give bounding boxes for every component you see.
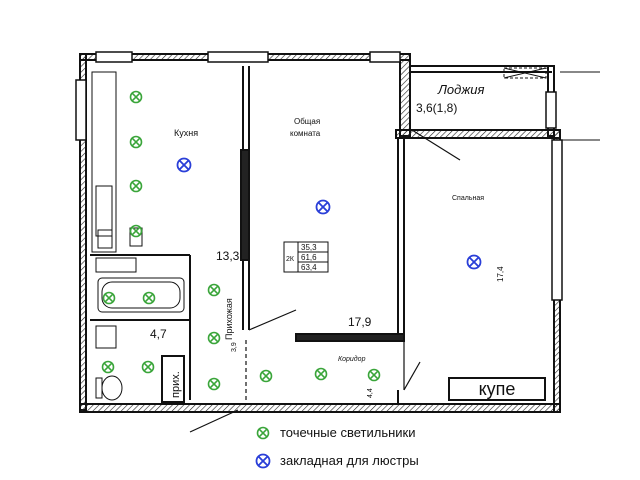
kitchen-area: 13,3 [216,249,240,263]
corridor-name: Коридор [338,355,366,363]
spot-light-icon [259,369,273,383]
corridor-area: 4,4 [367,388,374,398]
living-name-1: Общая [294,117,320,126]
chandelier-mount-icon [315,199,331,215]
living-name-2: комната [290,129,321,138]
bath-area: 4,7 [150,327,167,341]
spot-light-icon [207,377,221,391]
spot-light-icon [207,331,221,345]
chandelier-mount-icon [176,157,192,173]
spot-light-icon [129,135,143,149]
chandelier-mount-icon [466,254,482,270]
bath-fixtures [95,277,185,401]
legend-spot: точечные светильники [280,425,415,440]
summary-total: 61,6 [301,253,317,262]
legend-chandelier-icon [255,453,271,469]
kitchen-name: Кухня [174,128,198,138]
area-summary: 2К 35,3 61,6 63,4 [283,241,329,273]
summary-type: 2К [286,256,295,263]
spot-light-icon [129,90,143,104]
interior-walls [90,66,405,404]
spot-light-icon [129,224,143,238]
kitchen-fixtures [91,71,143,273]
legend-spot-icon [256,426,270,440]
legend-spot-label: точечные светильники [280,425,416,440]
loggia-fixtures [503,67,600,141]
spot-light-icon [129,179,143,193]
spot-light-icon [141,360,155,374]
hall-name: Прихожая [224,298,234,340]
outer-walls [79,53,561,413]
spot-light-icon [102,291,116,305]
closet-label: прих. [170,371,182,398]
wardrobe-label: купе [448,377,546,401]
legend-chandelier: закладная для люстры [280,453,419,468]
doors [189,129,461,433]
legend-chandelier-label: закладная для люстры [280,453,419,468]
spot-light-icon [207,283,221,297]
spot-light-icon [367,368,381,382]
windows [75,51,563,301]
living-area: 17,9 [348,315,372,329]
loggia-area: 3,6(1,8) [416,101,457,115]
summary-living: 35,3 [301,243,317,252]
spot-light-icon [142,291,156,305]
summary-total-loggia: 63,4 [301,263,317,272]
spot-light-icon [314,367,328,381]
bedroom-area: 17,4 [496,266,505,282]
bedroom-name: Спальная [452,195,484,202]
hall-area: 3,9 [231,342,238,352]
loggia-name: Лоджия [437,82,485,97]
spot-light-icon [101,360,115,374]
